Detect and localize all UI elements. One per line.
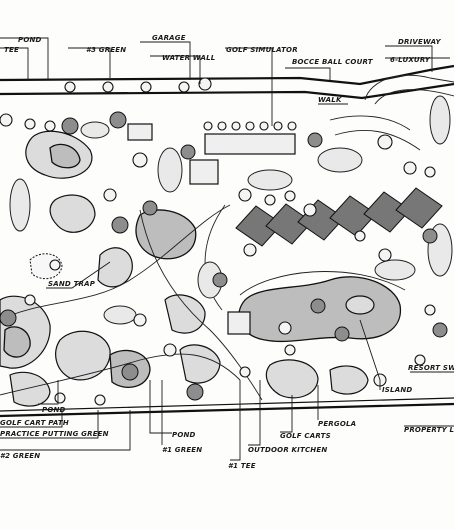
trees: [0, 77, 448, 406]
label-property-line: PROPERTY LINE: [404, 426, 454, 434]
label-tee-top: TEE: [4, 46, 19, 54]
shrub-masses: [9, 95, 453, 325]
label-golf-simulator: GOLF SIMULATOR: [226, 46, 298, 54]
label-resort-sw: RESORT SW: [408, 364, 454, 372]
label-tee-1: #1 TEE: [228, 462, 256, 470]
label-golf-cart-path: GOLF CART PATH: [0, 419, 69, 427]
label-luxury: 6-LUXURY: [390, 56, 431, 64]
label-practice-putting-green: PRACTICE PUTTING GREEN: [0, 430, 109, 438]
label-pond-top: POND: [18, 36, 42, 44]
label-green-1: #1 GREEN: [162, 446, 202, 454]
buildings: [127, 123, 296, 335]
label-golf-carts: GOLF CARTS: [280, 432, 331, 440]
label-sand-trap: SAND TRAP: [48, 280, 96, 288]
label-garage: GARAGE: [152, 34, 186, 42]
label-water-wall: WATER WALL: [162, 54, 215, 62]
leader-lines: [0, 37, 454, 461]
label-bocce-ball-court: BOCCE BALL COURT: [292, 58, 374, 66]
label-green-3: #3 GREEN: [86, 46, 126, 54]
label-outdoor-kitchen: OUTDOOR KITCHEN: [248, 446, 327, 454]
label-walk: WALK: [318, 96, 342, 104]
center-features: [135, 209, 369, 399]
label-pond-bottom: POND: [42, 406, 66, 414]
label-green-2: #2 GREEN: [0, 452, 40, 460]
label-pergola: PERGOLA: [318, 420, 356, 428]
label-island: ISLAND: [382, 386, 412, 394]
label-pond-mid: POND: [172, 431, 196, 439]
driveway: [329, 74, 454, 151]
plan-labels: POND TEE #3 GREEN GARAGE WATER WALL GOLF…: [0, 34, 454, 470]
luxury-villas: [235, 187, 443, 247]
label-driveway: DRIVEWAY: [398, 38, 441, 46]
